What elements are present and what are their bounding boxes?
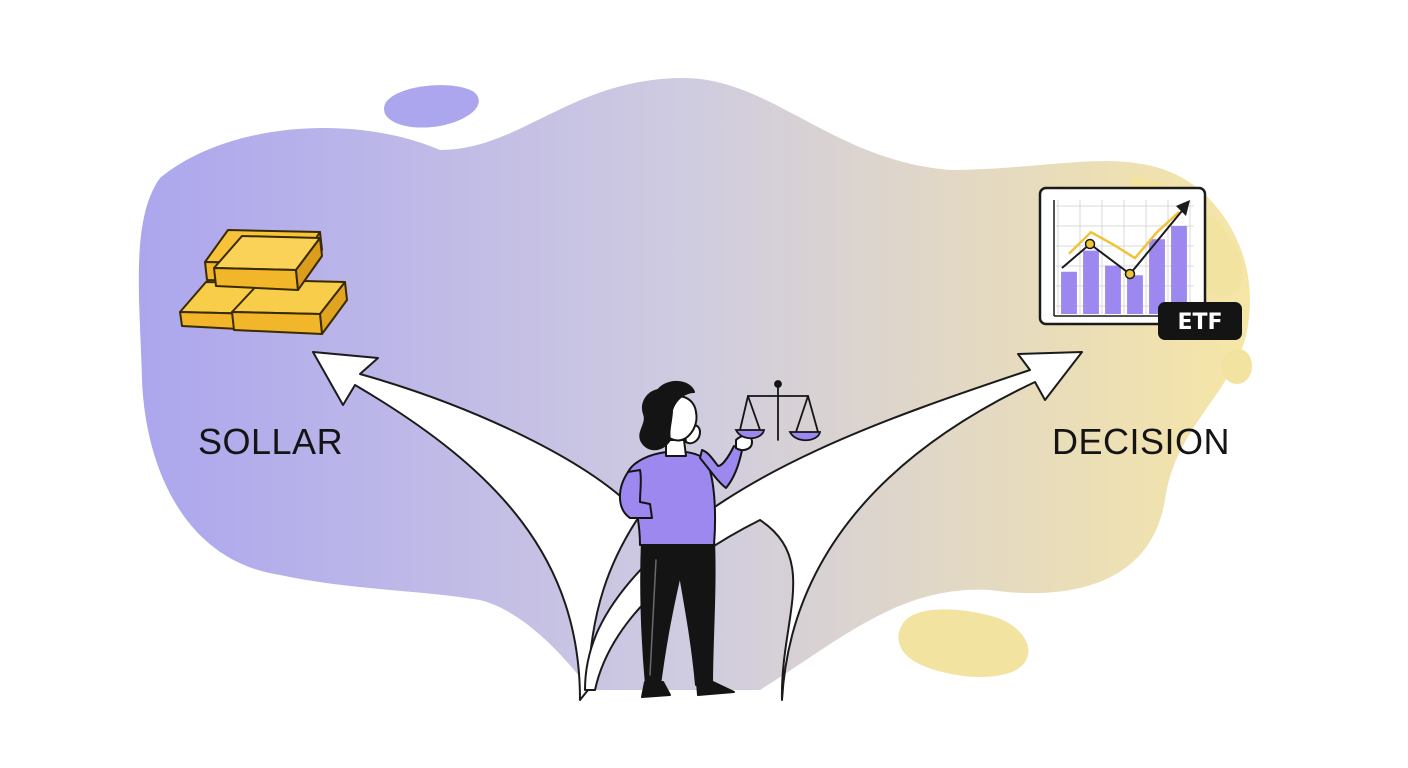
right-path-label: DECISION [1052,421,1231,462]
balance-scale-icon [734,380,822,442]
small-blob-drop [1221,348,1252,385]
etf-bar [1105,265,1121,314]
person-figure [619,381,753,698]
person-shoe-right [696,681,735,696]
background-blob [138,77,1252,691]
etf-bar [1061,271,1077,314]
etf-chart-icon [1038,186,1207,326]
small-blob-bottom [898,609,1029,677]
etf-bar [1171,226,1187,314]
etf-badge-label: ETF [1177,310,1222,335]
etf-trend-arrow [1061,205,1187,276]
etf-data-point [1084,238,1096,250]
etf-bar [1149,239,1165,314]
person-legs [640,539,716,686]
left-arrow-path [312,351,641,701]
etf-data-point [1124,268,1136,280]
etf-line-series [1068,211,1180,260]
etf-bar [1083,250,1099,314]
small-blob-top [384,85,479,128]
etf-badge: ETF [1158,302,1242,340]
left-path-label: SOLLAR [198,421,344,462]
person-hair [639,381,695,451]
gold-bars-icon [179,229,348,335]
person-shoe-left [641,681,671,698]
etf-bar [1127,275,1143,314]
